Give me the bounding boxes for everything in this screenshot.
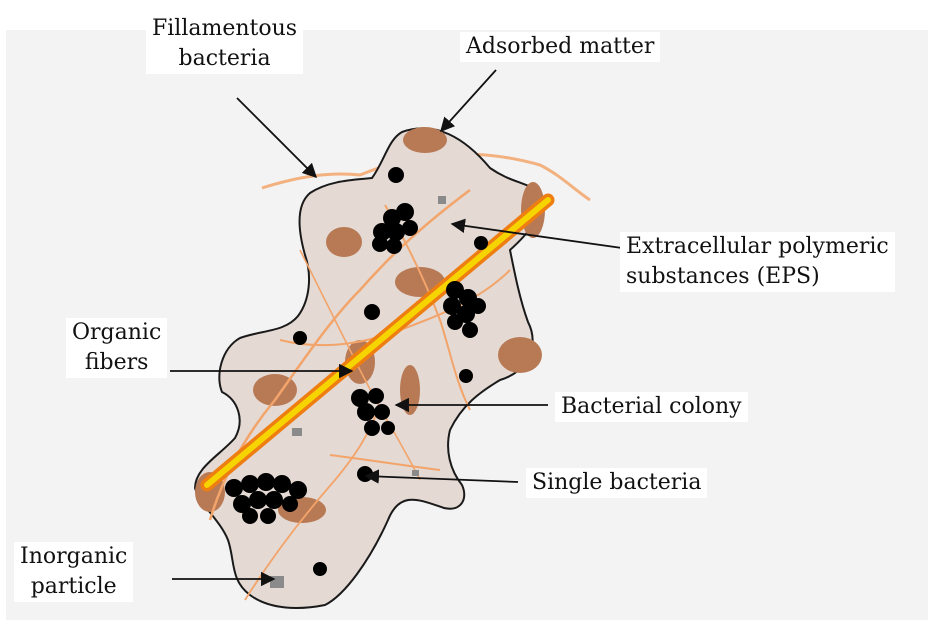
inorganic-particle-label-line1: Inorganic xyxy=(20,542,127,572)
filamentous-bacteria-arrow xyxy=(237,98,316,177)
bacterial-colony-label-text: Bacterial colony xyxy=(561,394,742,419)
inorganic-particle-label-line2: particle xyxy=(20,572,127,602)
adsorbed-matter-blob xyxy=(403,127,447,153)
filamentous-bacteria-label-line2: bacteria xyxy=(152,44,297,74)
single-bacteria-label: Single bacteria xyxy=(526,468,707,498)
inorganic-particle-label: Inorganic particle xyxy=(14,542,133,602)
adsorbed-matter-label-text: Adsorbed matter xyxy=(466,34,654,59)
adsorbed-matter-arrow xyxy=(441,70,496,131)
filamentous-bacteria-label-line1: Fillamentous xyxy=(152,14,297,44)
eps-label-line2: substances (EPS) xyxy=(626,262,889,292)
organic-fibers-label-line2: fibers xyxy=(72,348,161,378)
organic-fibers-label-line1: Organic xyxy=(72,318,161,348)
organic-fibers-label: Organic fibers xyxy=(66,318,167,378)
adsorbed-matter-label: Adsorbed matter xyxy=(460,32,660,62)
eps-label-line1: Extracellular polymeric xyxy=(626,232,889,262)
single-bacteria-label-text: Single bacteria xyxy=(532,470,701,495)
eps-label: Extracellular polymeric substances (EPS) xyxy=(620,232,895,292)
bacterial-colony-label: Bacterial colony xyxy=(555,392,748,422)
filamentous-bacteria-label: Fillamentous bacteria xyxy=(146,14,303,74)
adsorbed-matter-blob xyxy=(498,337,542,373)
adsorbed-matter-blob xyxy=(326,227,362,257)
adsorbed-matter-blob xyxy=(400,365,420,415)
